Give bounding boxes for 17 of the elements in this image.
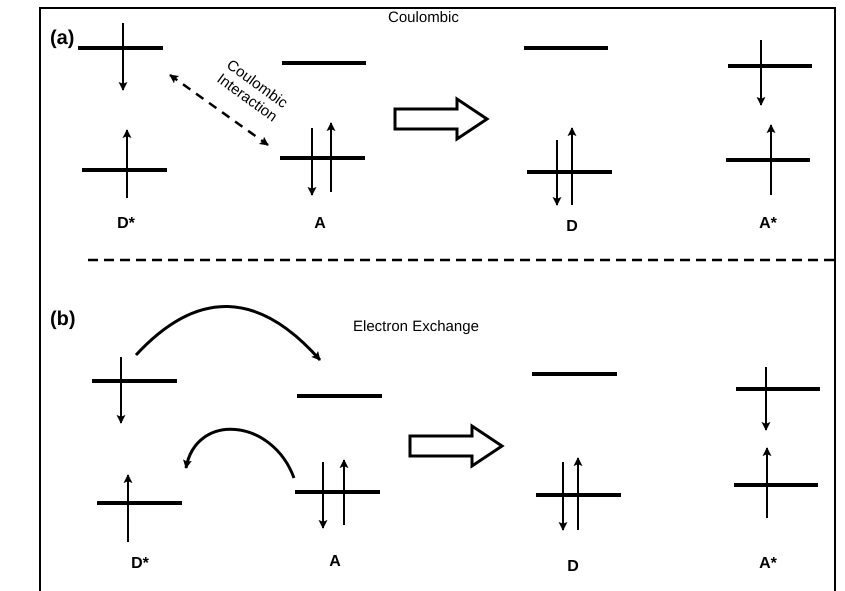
state-label: A*	[759, 555, 777, 573]
panel-title: Coulombic	[388, 9, 459, 26]
state-label: D	[567, 558, 579, 576]
curved-arrow	[134, 305, 322, 362]
mechanism-title: Electron Exchange	[353, 318, 479, 335]
state-label: D*	[117, 215, 135, 233]
panel-label: (a)	[50, 27, 74, 50]
state-label: D	[566, 218, 578, 236]
panel-label: (b)	[50, 308, 76, 331]
state-label: A*	[759, 215, 777, 233]
dashed-arrow	[169, 74, 269, 146]
state-label: A	[314, 215, 326, 233]
block-arrow	[394, 96, 490, 142]
curved-arrow	[184, 428, 296, 479]
state-label: A	[329, 553, 341, 571]
state-label: D*	[131, 555, 149, 573]
block-arrow	[408, 423, 505, 469]
